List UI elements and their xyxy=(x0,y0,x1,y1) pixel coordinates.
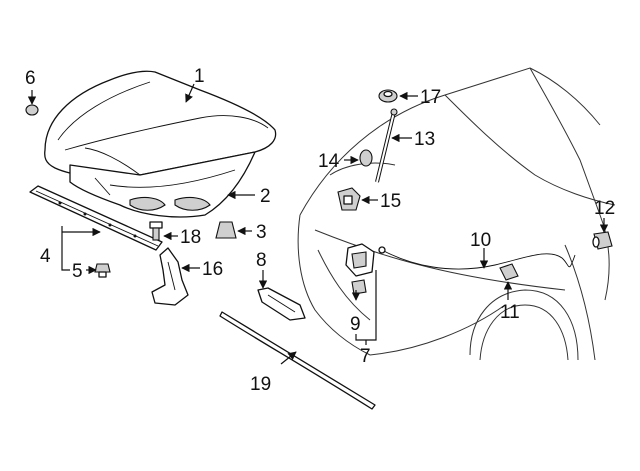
callout-19: 19 xyxy=(250,374,271,395)
hood-hinge xyxy=(151,247,189,306)
hood-stopper xyxy=(215,221,237,239)
callout-labels: 1 2 3 4 5 6 7 8 9 10 11 12 13 14 15 16 1… xyxy=(25,66,615,395)
callout-5: 5 xyxy=(72,261,83,282)
hood-weatherstrip xyxy=(219,311,376,410)
callout-1: 1 xyxy=(194,66,205,87)
rod-holder xyxy=(337,187,361,211)
cable-clip xyxy=(499,263,519,281)
callout-11: 11 xyxy=(500,302,520,323)
callout-7: 7 xyxy=(360,346,371,367)
callout-18: 18 xyxy=(180,227,201,248)
latch-support-bracket xyxy=(257,287,306,321)
seal-clip xyxy=(94,263,111,278)
hood-support-rod xyxy=(375,108,398,183)
callout-17: 17 xyxy=(420,87,441,108)
callout-3: 3 xyxy=(256,222,267,243)
callout-13: 13 xyxy=(414,129,435,150)
hood-panel xyxy=(44,70,277,179)
callout-10: 10 xyxy=(470,230,491,251)
hinge-bolt xyxy=(149,221,163,241)
callout-6: 6 xyxy=(25,68,36,89)
callout-15: 15 xyxy=(380,191,401,212)
callout-9: 9 xyxy=(350,314,361,335)
release-cable xyxy=(378,246,576,270)
hood-lock-assembly xyxy=(345,243,375,277)
rod-clip xyxy=(359,149,373,167)
leader-lines xyxy=(27,83,609,365)
vehicle-front-outline xyxy=(297,67,616,361)
hood-cushion xyxy=(25,104,39,116)
callout-2: 2 xyxy=(260,186,271,207)
callout-12: 12 xyxy=(594,198,615,219)
lock-striker xyxy=(351,279,367,295)
callout-14: 14 xyxy=(318,151,340,172)
rod-grommet xyxy=(378,89,398,103)
callout-8: 8 xyxy=(256,250,267,271)
callout-16: 16 xyxy=(202,259,223,280)
hood-seal-strip xyxy=(29,185,163,251)
callout-4: 4 xyxy=(40,246,51,267)
release-handle xyxy=(592,231,613,250)
hood-insulator xyxy=(69,151,256,218)
